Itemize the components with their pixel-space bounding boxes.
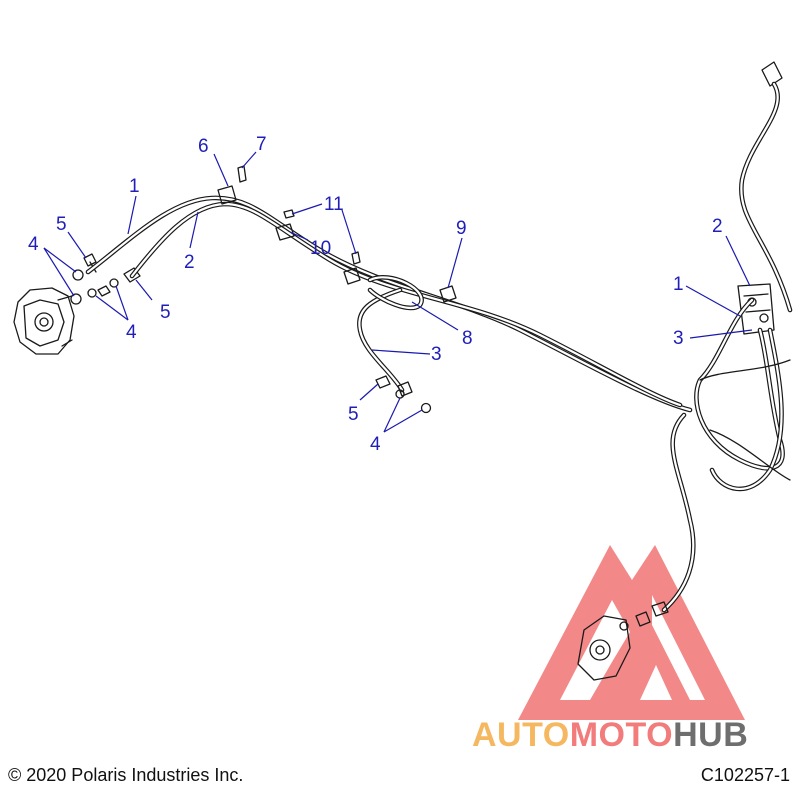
callout-4-left: 4 <box>28 234 39 255</box>
watermark-auto: AUTO <box>472 716 570 754</box>
copyright-text: © 2020 Polaris Industries Inc. <box>8 765 244 785</box>
clip-10 <box>275 223 295 241</box>
master-cylinder-area <box>737 61 793 335</box>
clips <box>217 165 457 303</box>
figure-id: C102257-1 <box>700 765 790 785</box>
callout-1-right: 1 <box>673 274 684 295</box>
watermark-text: AUTOMOTOHUB <box>472 716 748 755</box>
brake-line-3 <box>357 287 413 397</box>
washer <box>109 278 119 288</box>
callout-11: 11 <box>324 194 344 215</box>
callout-3-right: 3 <box>673 328 684 349</box>
right-brake-caliper <box>577 601 669 681</box>
callout-4-right: 4 <box>370 434 381 455</box>
left-brake-caliper <box>13 287 75 355</box>
callout-2: 2 <box>184 252 195 273</box>
rear-lines <box>661 297 791 613</box>
clip-10b <box>343 267 361 285</box>
callout-5-right: 5 <box>348 404 359 425</box>
hose-loop <box>367 275 424 311</box>
banjo-bolt <box>97 285 111 297</box>
callout-9: 9 <box>456 218 467 239</box>
right-front-fittings <box>375 375 432 414</box>
washer <box>72 269 84 281</box>
callout-8: 8 <box>462 328 473 349</box>
watermark-hub: HUB <box>673 716 749 754</box>
watermark-triangles <box>518 545 745 720</box>
callout-10: 10 <box>310 238 331 259</box>
brake-line-1 <box>85 195 693 413</box>
washer <box>70 293 82 305</box>
washer <box>87 288 97 298</box>
callout-3: 3 <box>431 344 442 365</box>
callout-4-center: 4 <box>126 322 137 343</box>
line-3-fitting <box>397 381 413 397</box>
screw-11 <box>283 209 295 219</box>
callout-numbers: 1 1 2 2 3 3 4 4 4 5 5 5 6 7 8 9 10 11 <box>28 134 723 455</box>
leader-lines <box>43 151 753 433</box>
watermark-moto: MOTO <box>569 716 674 754</box>
bolt-5 <box>375 375 391 389</box>
left-fittings <box>70 253 141 305</box>
callout-7: 7 <box>256 134 267 155</box>
brake-line-2 <box>129 201 683 408</box>
callout-1: 1 <box>129 176 140 197</box>
callout-5-left: 5 <box>56 214 67 235</box>
clip-6 <box>217 185 237 205</box>
screw-7 <box>237 165 247 183</box>
callout-6: 6 <box>198 136 209 157</box>
callout-2-right: 2 <box>712 216 723 237</box>
upper-fitting <box>761 61 783 87</box>
banjo-fitting <box>123 267 141 283</box>
washer <box>420 402 432 414</box>
callout-5-center: 5 <box>160 302 171 323</box>
